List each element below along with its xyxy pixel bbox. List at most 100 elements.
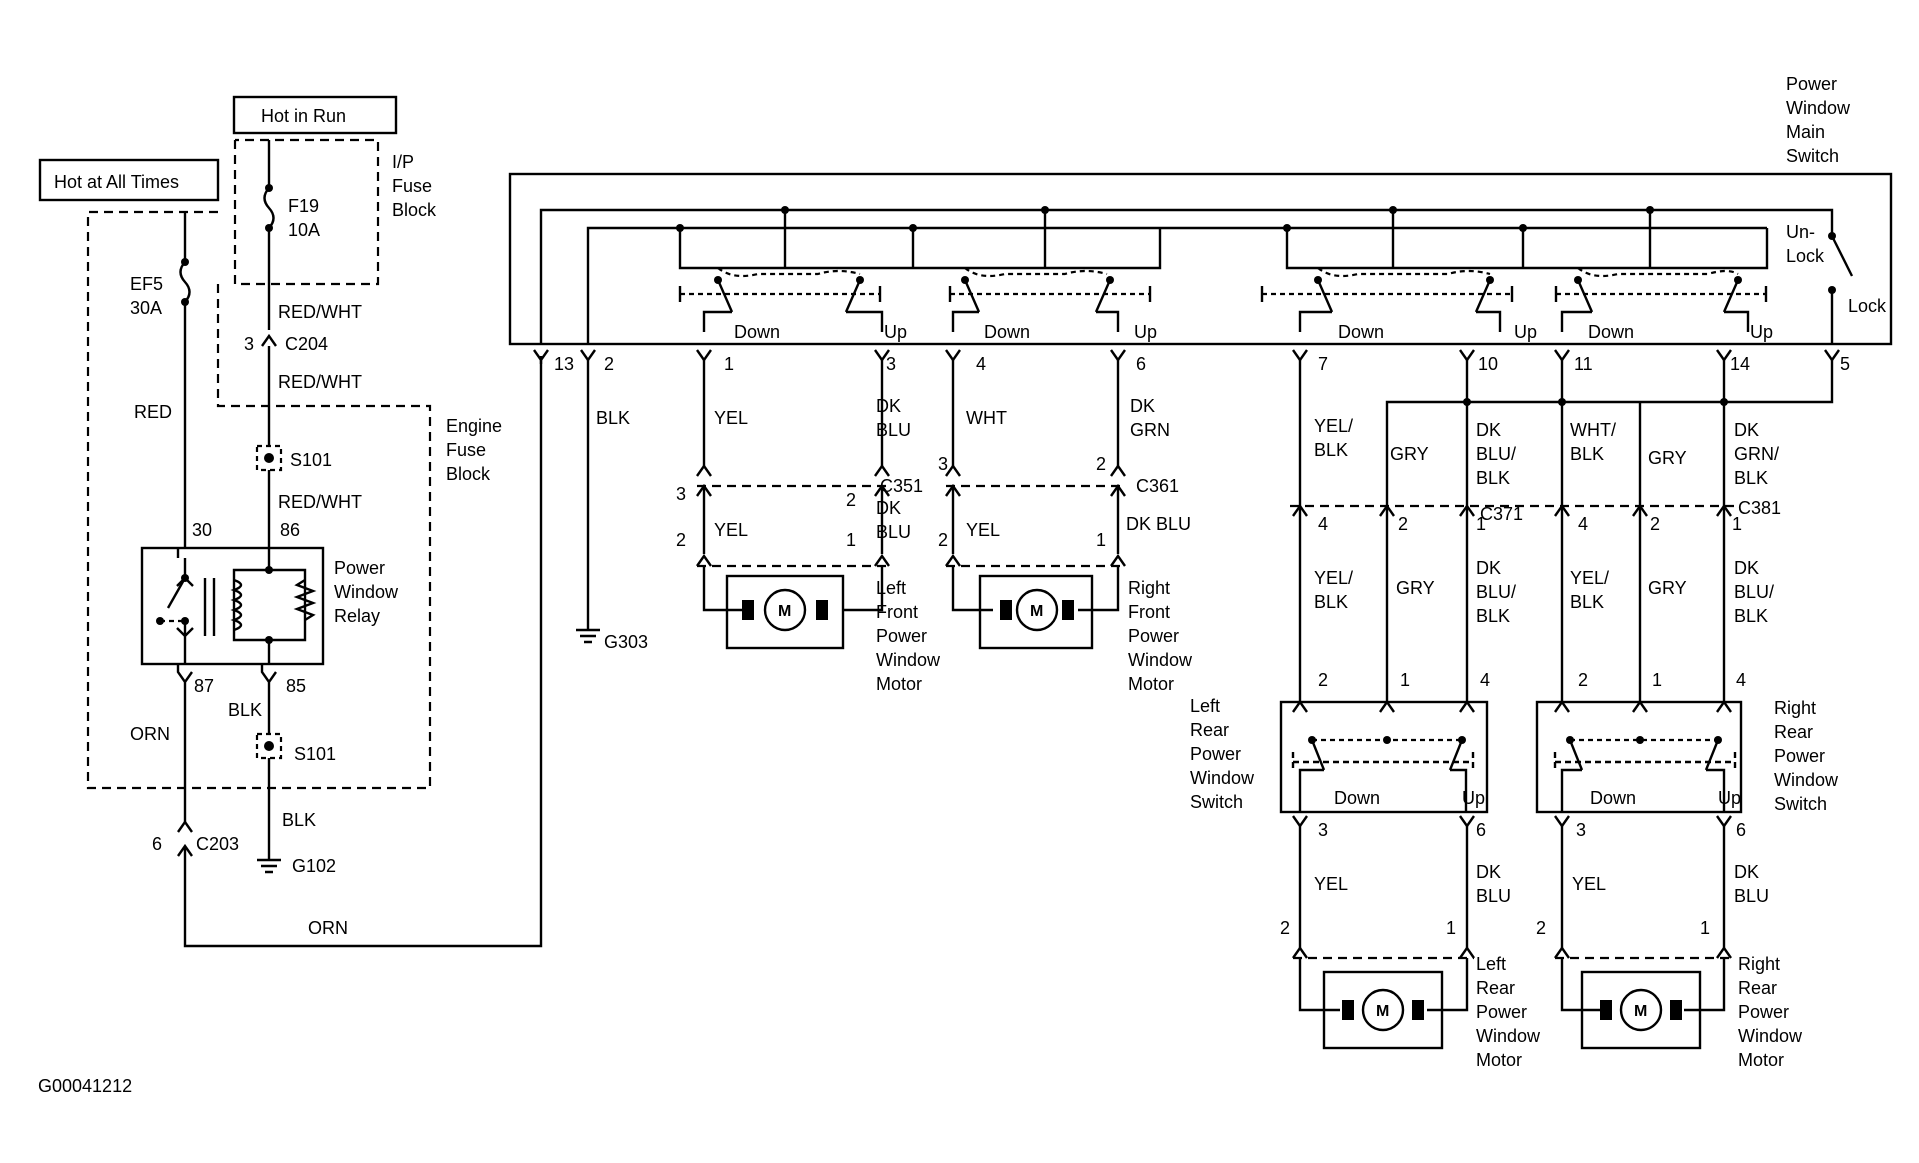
unlock-label-2: Lock bbox=[1786, 246, 1825, 266]
lock-switch-blade bbox=[1830, 235, 1854, 277]
red-wht-wire-label-2: RED/WHT bbox=[278, 372, 362, 392]
rr-gry-label-2: GRY bbox=[1648, 578, 1687, 598]
lr-motor-m-label: M bbox=[1376, 1003, 1389, 1020]
engine-fuse-block-outline bbox=[86, 210, 432, 790]
orn-wire-label-2: ORN bbox=[308, 918, 348, 938]
lr-switch-dash-frame bbox=[1291, 752, 1475, 772]
lr-dkblublk-label-4: DK bbox=[1476, 558, 1501, 578]
lr-switch-label-4: Window bbox=[1190, 768, 1255, 788]
main-switch-power-bus bbox=[539, 208, 1834, 344]
rr-switch-pin-3: 3 bbox=[1576, 820, 1586, 840]
lf-motor-pin-2: 2 bbox=[676, 530, 686, 550]
c381-label: C381 bbox=[1738, 498, 1781, 518]
lr-channel-linkage bbox=[1317, 267, 1491, 278]
ip-fuse-block-label-1: I/P bbox=[392, 152, 414, 172]
c381-terminals bbox=[1554, 503, 1732, 517]
main-switch-label-1: Power bbox=[1786, 74, 1837, 94]
ef5-label: EF5 bbox=[130, 274, 163, 294]
rf-switch-linkage bbox=[964, 267, 1108, 278]
main-switch-pins: 13 2 1 3 4 6 7 10 11 14 5 bbox=[533, 349, 1850, 374]
red-wht-wire-label-1: RED/WHT bbox=[278, 302, 362, 322]
engine-fuse-block-label-1: Engine bbox=[446, 416, 502, 436]
lr-switch-pin-3: 3 bbox=[1318, 820, 1328, 840]
rr-motor-box bbox=[1580, 970, 1702, 1050]
rf-switch-blades bbox=[963, 279, 1112, 313]
ef5-fuse-symbol bbox=[179, 261, 191, 303]
rf-motor-label-2: Front bbox=[1128, 602, 1170, 622]
power-window-relay-box bbox=[140, 546, 325, 666]
main-pin-3: 3 bbox=[886, 354, 896, 374]
c381-pin-4: 4 bbox=[1578, 514, 1588, 534]
ip-fuse-block-outline bbox=[233, 138, 380, 286]
lr-dkblublk-label-1: DK bbox=[1476, 420, 1501, 440]
red-wire-label: RED bbox=[134, 402, 172, 422]
main-pin-5: 5 bbox=[1840, 354, 1850, 374]
rf-motor-symbol bbox=[1015, 588, 1059, 632]
pin-5-terminal bbox=[1824, 349, 1840, 363]
lr-dkblu-label-2: BLU bbox=[1476, 886, 1511, 906]
lf-dkblu-label-bottom-2: BLU bbox=[876, 522, 911, 542]
main-pin-10: 10 bbox=[1478, 354, 1498, 374]
relay-resistor-symbol bbox=[293, 578, 317, 622]
main-switch-label-3: Main bbox=[1786, 122, 1825, 142]
lr-motor-brush-left bbox=[1342, 1000, 1354, 1020]
relay-coil-dot-bottom bbox=[265, 636, 273, 644]
lf-switch-stops bbox=[678, 286, 882, 302]
rr-switch-pin-1: 1 bbox=[1652, 670, 1662, 690]
rr-channel-stops bbox=[1554, 286, 1768, 302]
lf-yel-label-top: YEL bbox=[714, 408, 748, 428]
rr-dkblublk-label-2: BLU/ bbox=[1734, 582, 1774, 602]
hot-at-all-times-label: Hot at All Times bbox=[54, 172, 179, 192]
c371-terminals bbox=[1292, 503, 1475, 517]
g102-label: G102 bbox=[292, 856, 336, 876]
s101-bottom-label: S101 bbox=[294, 744, 336, 764]
lf-switch-blades bbox=[716, 279, 862, 313]
pin-6-terminal bbox=[1110, 349, 1126, 363]
lr-switch-up-label: Up bbox=[1462, 788, 1485, 808]
lr-switch-center-dot bbox=[1383, 736, 1391, 744]
rr-dkblu-label-2: BLU bbox=[1734, 886, 1769, 906]
c203-connector-top bbox=[177, 819, 193, 833]
orn-wire-label-1: ORN bbox=[130, 724, 170, 744]
pin-11-terminal bbox=[1554, 349, 1570, 363]
rf-wht-label: WHT bbox=[966, 408, 1007, 428]
rf-motor-label-4: Window bbox=[1128, 650, 1193, 670]
lr-motor-label-1: Left bbox=[1476, 954, 1506, 974]
lr-switch-pin-6: 6 bbox=[1476, 820, 1486, 840]
orn-wire-to-main-switch bbox=[177, 356, 543, 948]
rf-up-label: Up bbox=[1134, 322, 1157, 342]
rr-switch-input-terminals bbox=[1554, 699, 1732, 713]
s101-splice-bottom-dot bbox=[264, 741, 274, 751]
lr-motor-terminals bbox=[1292, 945, 1475, 959]
rf-switch-stops bbox=[948, 286, 1152, 302]
lock-output-line-lr bbox=[1385, 360, 1834, 702]
lf-motor-symbol bbox=[763, 588, 807, 632]
c351-bottom-terminals bbox=[696, 483, 890, 497]
rr-channel-outputs bbox=[1560, 310, 1750, 332]
rf-dkblu-label: DK BLU bbox=[1126, 514, 1191, 534]
pin-10-terminal bbox=[1459, 349, 1475, 363]
lf-switch-linkage bbox=[717, 267, 861, 278]
lr-dkblu-label-1: DK bbox=[1476, 862, 1501, 882]
lf-motor-box bbox=[725, 574, 845, 650]
g102-ground-symbol bbox=[257, 858, 281, 874]
c351-label: C351 bbox=[880, 476, 923, 496]
lr-dkblublk-label-5: BLU/ bbox=[1476, 582, 1516, 602]
lr-motor-symbol bbox=[1361, 988, 1405, 1032]
rr-dkblublk-label-3: BLK bbox=[1734, 606, 1768, 626]
lr-yelblk-label-1: YEL/ bbox=[1314, 416, 1353, 436]
rr-motor-pin-2: 2 bbox=[1536, 918, 1546, 938]
lf-motor-leads bbox=[702, 566, 884, 612]
lf-dkblu-label-bottom-1: DK bbox=[876, 498, 901, 518]
lf-motor-terminals bbox=[696, 553, 890, 567]
ip-fuse-block-label-3: Block bbox=[392, 200, 437, 220]
lr-gry-label-1: GRY bbox=[1390, 444, 1429, 464]
relay-label-3: Relay bbox=[334, 606, 380, 626]
main-switch-ground-bus bbox=[586, 226, 1672, 344]
rf-motor-terminals bbox=[945, 553, 1126, 567]
relay-label-2: Window bbox=[334, 582, 399, 602]
c203-pin-label: 6 bbox=[152, 834, 162, 854]
relay-contact-arrow-bottom bbox=[176, 621, 194, 664]
f19-fuse-terminal-top bbox=[265, 184, 273, 192]
lf-up-label: Up bbox=[884, 322, 907, 342]
